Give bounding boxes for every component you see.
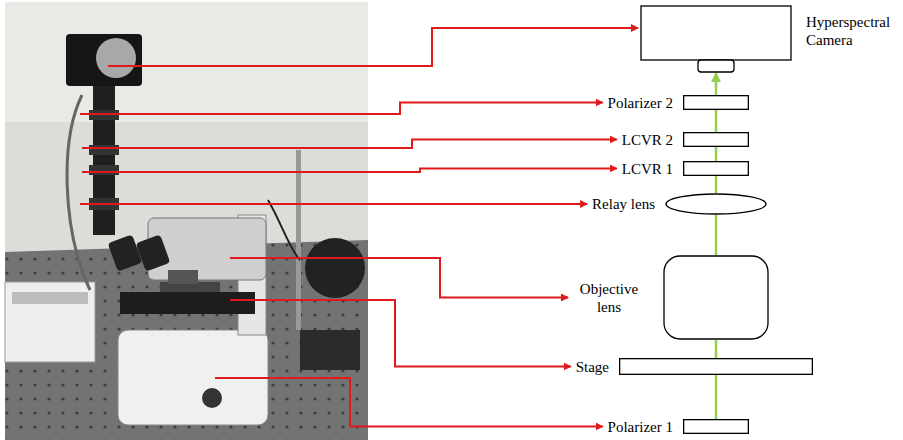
- component-label: Relay lens: [592, 195, 655, 213]
- component-label: Stage: [576, 358, 609, 376]
- optical-component: LCVR 1: [683, 161, 749, 176]
- component-outline: [683, 161, 749, 176]
- component-outline: [663, 255, 769, 340]
- light-path-segment: [715, 147, 718, 161]
- component-outline: [683, 132, 749, 147]
- light-path-segment: [715, 110, 718, 132]
- optical-component: Relay lens: [665, 193, 767, 215]
- optical-component: LCVR 2: [683, 132, 749, 147]
- component-outline: [683, 419, 749, 434]
- light-path-segment: [715, 73, 718, 95]
- light-path-segment: [715, 375, 718, 419]
- light-path-segment: [715, 340, 718, 358]
- component-label: Objective lens: [573, 280, 645, 316]
- leader-line: [108, 28, 638, 66]
- leader-line: [230, 300, 571, 367]
- leader-line: [82, 169, 617, 173]
- leader-line: [215, 378, 603, 427]
- optical-component: Hyperspectral Camera: [640, 5, 792, 73]
- light-path-segment: [715, 176, 718, 193]
- optical-component: Stage: [619, 358, 813, 375]
- component-outline: [665, 193, 767, 215]
- optical-component: Polarizer 1: [683, 419, 749, 434]
- optical-component: Objective lens: [663, 255, 769, 340]
- component-label: Polarizer 2: [608, 94, 673, 112]
- optical-component: Polarizer 2: [683, 95, 749, 110]
- component-label: LCVR 1: [622, 160, 673, 178]
- component-outline: [683, 95, 749, 110]
- component-outline: [619, 358, 813, 375]
- leader-line: [80, 103, 603, 115]
- leader-line: [80, 203, 587, 205]
- leader-line: [82, 140, 617, 149]
- component-label: Hyperspectral Camera: [806, 13, 892, 49]
- light-path-segment: [715, 215, 718, 255]
- component-outline: [640, 5, 792, 73]
- component-label: Polarizer 1: [608, 418, 673, 436]
- component-label: LCVR 2: [622, 131, 673, 149]
- leader-line: [230, 258, 568, 298]
